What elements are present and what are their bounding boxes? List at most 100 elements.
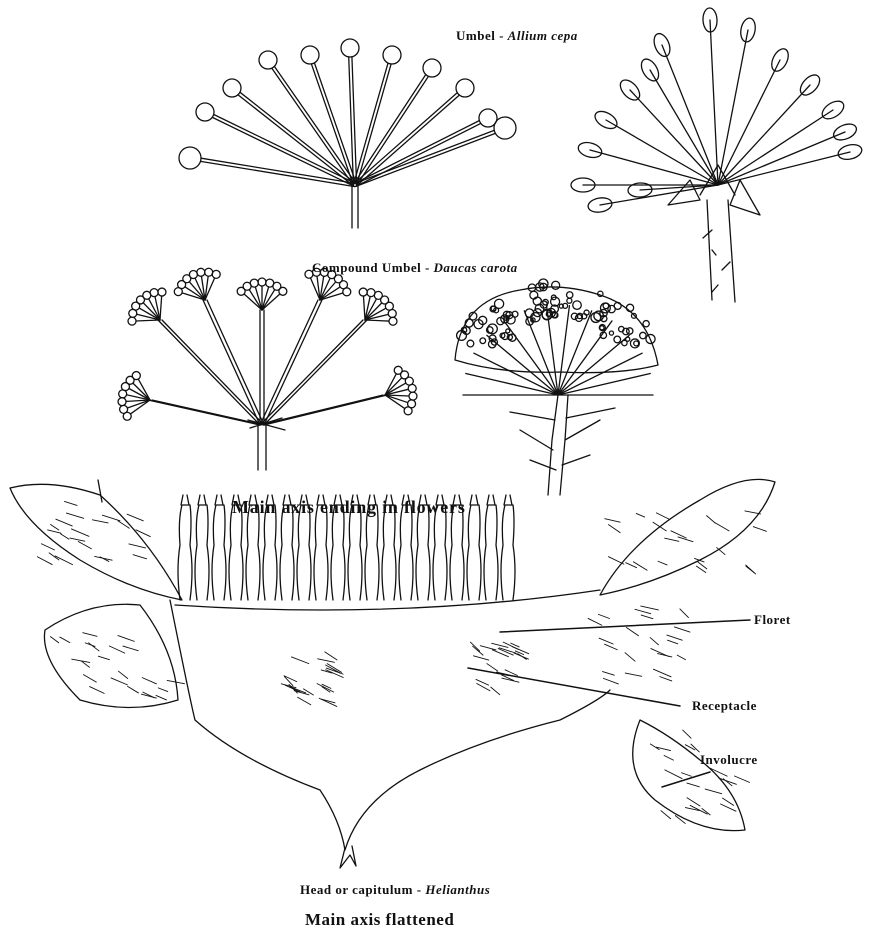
hatch: [470, 642, 479, 651]
hatch: [633, 562, 647, 570]
daucus-floret: [480, 338, 486, 344]
umbel-flower: [341, 39, 359, 57]
hatch: [41, 544, 54, 550]
hatch: [325, 652, 337, 660]
hatch: [78, 542, 91, 549]
floret: [450, 505, 464, 600]
hatch: [682, 773, 692, 776]
hatch: [285, 685, 300, 692]
hatch: [480, 646, 496, 650]
hatch: [98, 656, 109, 659]
floret-tip: [504, 495, 512, 505]
umbel-ray: [214, 114, 356, 183]
floret-label: Floret: [754, 612, 791, 628]
hatch: [71, 529, 89, 536]
hatch: [491, 687, 500, 695]
floret: [246, 505, 260, 600]
hatch: [70, 538, 85, 541]
umbellet-flower: [408, 384, 416, 392]
allium-pedicel: [718, 85, 810, 185]
hatch: [687, 783, 700, 787]
allium-pedicel: [662, 45, 718, 185]
hatch: [599, 638, 613, 644]
hatch: [136, 530, 150, 537]
hatch: [710, 768, 727, 776]
hatch: [514, 653, 528, 659]
umbellet-flower: [150, 289, 158, 297]
umbellet-flower: [132, 372, 140, 380]
umbellet-flower: [258, 278, 266, 286]
hatch: [723, 798, 734, 805]
main-axis-flattened-caption: Main axis flattened: [305, 910, 454, 930]
hatch: [127, 514, 143, 521]
hatch: [609, 525, 621, 533]
involucre-label: Involucre: [700, 752, 758, 768]
umbel-ray: [354, 121, 479, 184]
umbel-ray: [356, 123, 481, 186]
hatch: [492, 650, 508, 657]
allium-pedicel: [710, 20, 718, 185]
floret: [501, 505, 515, 600]
allium-pedicel: [718, 110, 833, 185]
umbellet-flower: [158, 288, 166, 296]
allium-pedicel: [630, 90, 718, 185]
hatch: [55, 556, 72, 565]
floret: [348, 505, 362, 600]
hatch: [158, 688, 168, 692]
compound-umbel-drawing: [118, 268, 417, 470]
umbellet-flower: [118, 398, 126, 406]
hatch: [664, 756, 673, 761]
hatch: [83, 675, 96, 682]
hatch: [603, 678, 618, 684]
hatch: [690, 805, 707, 814]
umbel-flower: [383, 46, 401, 64]
hatch: [118, 671, 127, 678]
hatch: [111, 678, 127, 685]
umbellet-flower: [409, 392, 417, 400]
umbellet-ray: [385, 395, 405, 409]
daucus-floret: [643, 321, 649, 327]
hatch: [89, 643, 99, 651]
floret-tip: [470, 495, 478, 505]
compound-ray: [264, 320, 367, 425]
daucus-floret: [614, 336, 621, 343]
hatch: [641, 606, 659, 610]
daucus-floret: [467, 340, 474, 347]
umbel-flower: [301, 46, 319, 64]
umbellet-flower: [389, 317, 397, 325]
umbel-flower: [196, 103, 214, 121]
hatch: [603, 672, 615, 676]
hatch: [90, 687, 105, 694]
daucus-floret: [567, 292, 573, 298]
hatch: [129, 544, 146, 548]
hatch: [109, 646, 124, 653]
simple-umbel-drawing: [179, 39, 516, 228]
umbel-ray: [238, 95, 354, 186]
umbel-flower: [259, 51, 277, 69]
hatch: [674, 627, 690, 632]
hatch: [128, 686, 139, 693]
daucus-floret: [626, 304, 633, 311]
hatch: [588, 618, 602, 625]
compound-ray: [162, 320, 264, 425]
umbellet-flower: [212, 270, 220, 278]
compound-ray: [264, 395, 387, 425]
umbellet-ray: [136, 320, 160, 321]
hatch: [473, 656, 488, 660]
hatch: [626, 627, 638, 635]
umbellet-flower: [197, 268, 205, 276]
hatch: [291, 657, 308, 664]
compound-ray: [260, 300, 318, 425]
umbel-ray: [201, 158, 355, 183]
floret: [399, 505, 413, 600]
hatch: [56, 519, 72, 526]
hatch: [734, 776, 749, 782]
umbel-caption: Umbel - Allium cepa: [456, 28, 578, 44]
floret: [229, 505, 243, 600]
umbellet-flower: [120, 405, 128, 413]
daucus-floret: [626, 337, 630, 341]
hatch: [318, 659, 335, 663]
hatch: [746, 565, 756, 574]
floret: [382, 505, 396, 600]
daucus-floret: [640, 332, 646, 338]
